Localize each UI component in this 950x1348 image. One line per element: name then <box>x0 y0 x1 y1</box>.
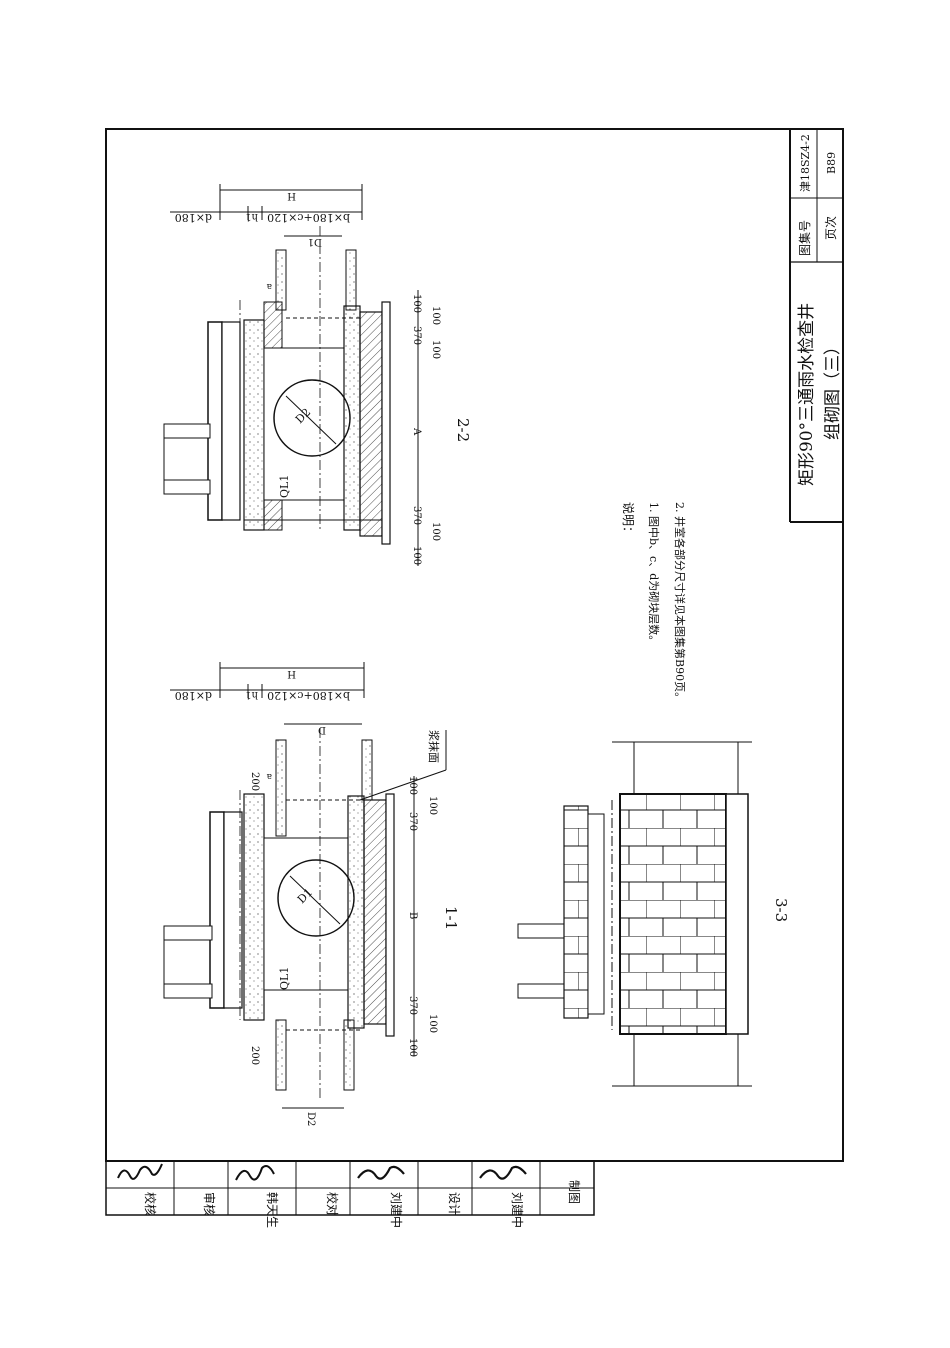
s22-dim-a: a <box>266 281 272 291</box>
s11-dim-200a: 200 <box>249 772 260 791</box>
section-2-2: H d×180 h1 b×180+c×120 D1 a D2 QL1 A 370… <box>163 184 472 566</box>
atlas-label: 图集号 <box>797 220 812 256</box>
s22-QL1: QL1 <box>278 475 291 498</box>
s22-dim-H: H <box>287 190 296 201</box>
signature-2 <box>235 1165 275 1181</box>
signature-strip: 校核 审核 韩天生 校对 刘建中 设计 刘建中 制图 <box>105 1160 595 1228</box>
title-block: 矩形90°三通雨水检查井 组砌图（三） 图集号 津18SZ4-2 页次 B89 <box>789 129 843 523</box>
s11-dim-100c: 100 <box>427 1014 438 1033</box>
s22-dim-370a: 370 <box>411 326 422 345</box>
mortar-label: 浆抹面 <box>427 730 441 763</box>
s11-dim-370a: 370 <box>407 812 418 831</box>
signature-1 <box>117 1163 163 1180</box>
s11-dim-200b: 200 <box>249 1046 260 1065</box>
s11-dim-D: D <box>318 724 326 735</box>
s22-dim-100a: 100 <box>411 294 422 313</box>
s22-dim-h1: h1 <box>245 211 258 222</box>
s22-dim-b: b×180+c×120 <box>267 211 350 224</box>
sig-cell-8: 设计 <box>447 1192 461 1216</box>
s11-QL1: QL1 <box>278 967 291 990</box>
s22-dim-100c: 100 <box>430 340 441 359</box>
s11-dim-100d: 100 <box>407 1038 418 1057</box>
signature-3 <box>357 1165 405 1180</box>
sig-cell-11: 制图 <box>567 1180 581 1204</box>
sig-cell-3: 韩天生 <box>265 1192 280 1228</box>
s22-dim-370b: 370 <box>411 506 422 525</box>
s11-dim-D2: D2 <box>305 1112 316 1126</box>
s11-dim-a: a <box>266 771 272 781</box>
s22-dim-100d: 100 <box>430 522 441 541</box>
note-2: 2. 井室各部分尺寸详见本图集第B90页。 <box>673 502 687 703</box>
section-1-1: H d×180 h1 b×180+c×120 D a 200 200 D1 QL… <box>163 662 460 1126</box>
s22-dim-100e: 100 <box>411 546 422 565</box>
atlas-value: 津18SZ4-2 <box>799 134 812 192</box>
notes-heading: 说明： <box>621 502 636 538</box>
s22-dim-d: d×180 <box>175 211 212 224</box>
s11-dim-B: B <box>407 912 418 919</box>
sig-cell-9: 刘建中 <box>510 1192 525 1228</box>
signature-4 <box>479 1165 527 1180</box>
sig-cell-5: 校对 <box>325 1192 340 1216</box>
s11-dim-100a: 100 <box>407 776 418 795</box>
section-3-3: 3-3 <box>517 741 790 1087</box>
s11-dim-d: d×180 <box>175 689 212 702</box>
s22-dim-A: A <box>411 427 422 436</box>
s11-dim-370b: 370 <box>407 996 418 1015</box>
title-line1: 矩形90°三通雨水检查井 <box>797 303 817 486</box>
section-1-1-label: 1-1 <box>442 906 460 930</box>
sig-cell-6: 刘建中 <box>389 1192 404 1228</box>
s11-dim-h1: h1 <box>245 689 258 700</box>
page-value: B89 <box>825 152 838 174</box>
s11-dim-100b: 100 <box>427 796 438 815</box>
title-line2: 组砌图（三） <box>823 338 843 440</box>
s22-dim-100b: 100 <box>430 306 441 325</box>
page-label: 页次 <box>824 216 838 240</box>
note-1: 1. 图中b、c、d为砌块层数。 <box>647 502 660 646</box>
sig-cell-0: 校核 <box>143 1192 158 1216</box>
s22-dim-D1: D1 <box>308 236 322 247</box>
notes: 说明： 1. 图中b、c、d为砌块层数。 2. 井室各部分尺寸详见本图集第B90… <box>621 502 687 703</box>
sig-cell-2: 审核 <box>202 1192 217 1216</box>
section-2-2-label: 2-2 <box>454 418 472 442</box>
section-3-3-label: 3-3 <box>772 898 790 922</box>
s11-dim-H: H <box>287 668 296 679</box>
s11-dim-b: b×180+c×120 <box>267 689 350 702</box>
